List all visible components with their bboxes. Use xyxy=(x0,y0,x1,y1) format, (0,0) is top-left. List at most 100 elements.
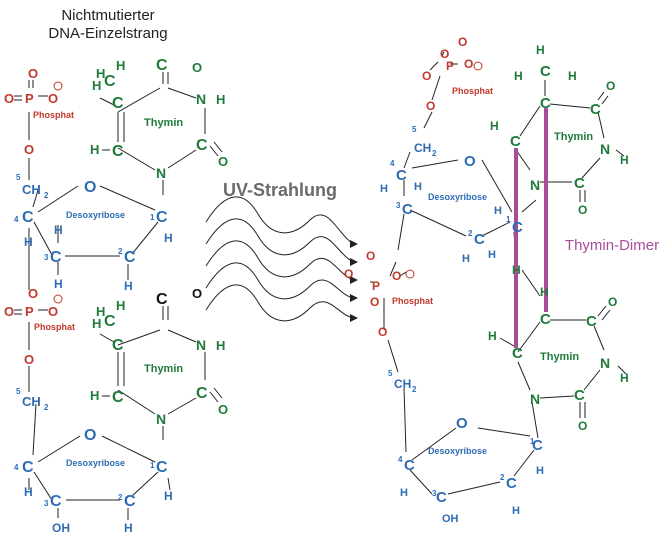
carbon-number-1: 1 xyxy=(150,213,155,222)
carbon-number-3: 3 xyxy=(44,253,49,262)
hydrogen-atom: H xyxy=(514,69,523,83)
carbon-number-5: 5 xyxy=(16,173,21,182)
hydrogen-atom: H xyxy=(24,235,33,249)
carbon-atom: C xyxy=(104,313,116,330)
phosphate-oxygen: O xyxy=(24,352,34,367)
carbon-atom: C xyxy=(50,493,62,510)
carbon-atom: C xyxy=(22,209,34,226)
carbon-number-5: 5 xyxy=(412,125,417,134)
negative-charge-icon xyxy=(473,61,483,71)
ch2-subscript: 2 xyxy=(44,191,49,200)
hydrogen-atom: H xyxy=(216,338,225,353)
phosphate-oxygen: O xyxy=(392,269,401,283)
carbon-atom: C xyxy=(540,311,551,328)
phosphorus: P xyxy=(446,59,454,73)
hydrogen-atom: H xyxy=(620,371,629,385)
oxygen-atom: O xyxy=(608,295,617,309)
uv-waves xyxy=(205,196,355,322)
carbon-number-3: 3 xyxy=(432,489,437,498)
oxygen-atom: O xyxy=(606,79,615,93)
ch2-group: CH xyxy=(394,377,411,391)
title-line-1: Nichtmutierter xyxy=(61,7,154,24)
oxygen-atom: O xyxy=(192,60,202,75)
hydrogen-atom: H xyxy=(90,388,99,403)
hydrogen-atom: H xyxy=(92,78,101,93)
hydrogen-atom: H xyxy=(512,263,521,277)
sugar-ring-oxygen: O xyxy=(84,427,96,444)
phosphate-oxygen: O xyxy=(370,295,379,309)
phosphate-label: Phosphat xyxy=(33,110,74,120)
hydrogen-atom: H xyxy=(116,298,125,313)
oxygen-atom: O xyxy=(218,402,228,417)
hydrogen-atom: H xyxy=(494,205,502,217)
sugar-ring-oxygen: O xyxy=(464,153,476,170)
carbon-number-4: 4 xyxy=(14,215,19,224)
carbon-number-2: 2 xyxy=(468,229,473,238)
carbon-atom: C xyxy=(156,57,168,74)
carbon-number-1: 1 xyxy=(506,215,511,224)
phosphate-label: Phosphat xyxy=(392,296,433,306)
oxygen-atom: O xyxy=(192,286,202,301)
carbon-atom: C xyxy=(574,387,585,404)
phosphate-oxygen: O xyxy=(48,304,58,319)
phosphate-oxygen: O xyxy=(440,47,449,61)
hydrogen-atom: H xyxy=(116,58,125,73)
phosphate-oxygen: O xyxy=(28,66,38,81)
carbon-atom: C xyxy=(104,73,116,90)
title-line-2: DNA-Einzelstrang xyxy=(48,25,167,42)
dimer-label: Thymin-Dimer xyxy=(565,237,659,254)
carbon-number-5: 5 xyxy=(16,387,21,396)
carbon-atom: C xyxy=(396,167,407,184)
sugar-label: Desoxyribose xyxy=(66,210,125,220)
hydrogen-atom: H xyxy=(536,465,544,477)
carbon-atom: C xyxy=(124,249,136,266)
phosphate-oxygen: O xyxy=(422,69,431,83)
hydrogen-atom: H xyxy=(164,489,173,503)
oxygen-atom: O xyxy=(578,419,587,433)
phosphorus: P xyxy=(25,304,34,319)
sugar-label: Desoxyribose xyxy=(66,458,125,468)
carbon-atom: C xyxy=(510,133,521,150)
hydrogen-atom: H xyxy=(462,253,470,265)
carbon-atom: C xyxy=(532,437,543,454)
carbon-atom: C xyxy=(112,389,124,406)
carbon-number-1: 1 xyxy=(150,461,155,470)
phosphate-oxygen: O xyxy=(28,286,38,301)
hydrogen-atom: H xyxy=(620,153,629,167)
phosphate-oxygen: O xyxy=(48,91,58,106)
ch2-subscript: 2 xyxy=(412,385,417,394)
carbon-atom: C xyxy=(540,63,551,80)
thymine-label: Thymin xyxy=(144,117,183,129)
phosphate-oxygen: O xyxy=(24,142,34,157)
oxygen-atom: O xyxy=(578,203,587,217)
ch2-group: CH xyxy=(22,182,41,197)
negative-charge-icon xyxy=(405,269,415,279)
hydrogen-atom: H xyxy=(414,181,422,193)
nitrogen-atom: N xyxy=(530,177,540,193)
nitrogen-atom: N xyxy=(600,141,610,157)
nitrogen-atom: N xyxy=(156,411,166,427)
carbon-atom: C xyxy=(156,209,168,226)
hydrogen-atom: H xyxy=(400,487,408,499)
hydrogen-atom: H xyxy=(536,43,545,57)
carbon-atom: C xyxy=(156,459,168,476)
thymine-label: Thymin xyxy=(554,131,593,143)
thymine-label: Thymin xyxy=(144,363,183,375)
hydrogen-atom: H xyxy=(96,304,105,319)
hydroxyl-group: OH xyxy=(52,521,70,535)
carbon-atom: C xyxy=(402,201,413,218)
ch2-subscript: 2 xyxy=(432,149,437,158)
carbon-number-2: 2 xyxy=(118,493,123,502)
phosphorus: P xyxy=(372,279,380,293)
phosphate-oxygen: O xyxy=(4,304,14,319)
phosphate-oxygen: O xyxy=(366,249,375,263)
phosphate-oxygen: O xyxy=(426,99,435,113)
carbon-atom: C xyxy=(124,493,136,510)
hydrogen-atom: H xyxy=(54,223,63,237)
carbon-number-2: 2 xyxy=(500,473,505,482)
hydrogen-atom: H xyxy=(54,277,63,291)
phosphate-label: Phosphat xyxy=(452,86,493,96)
hydrogen-atom: H xyxy=(90,142,99,157)
nitrogen-atom: N xyxy=(600,355,610,371)
